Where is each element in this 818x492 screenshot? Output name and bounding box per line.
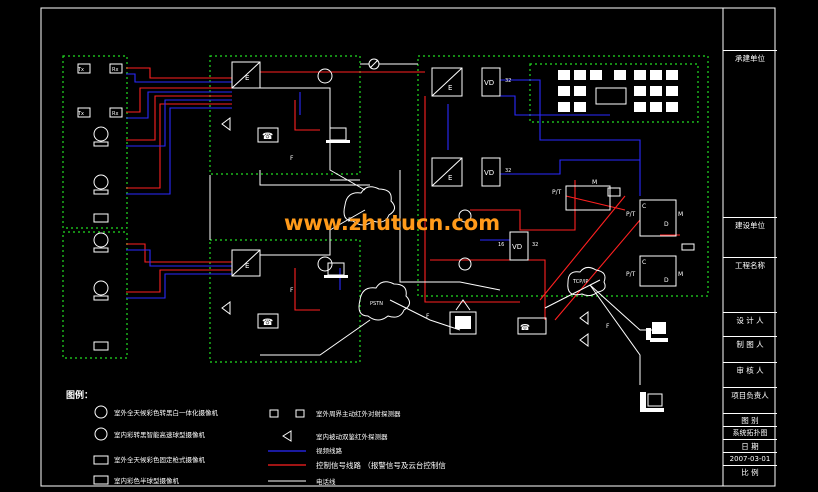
f-marker-c: F (426, 313, 430, 320)
tb-date-value: 2007-03-01 (723, 452, 777, 466)
channel-count-32-a: 32 (505, 78, 511, 84)
legend-item-7: 控制信号线路 （报警信号及云台控制信 (316, 460, 446, 470)
rx-label-1: Rx (112, 67, 118, 73)
svg-text:D: D (664, 221, 669, 228)
video-wall (558, 70, 678, 112)
matrix-controller: P/T M (552, 179, 611, 211)
f-marker-e: F (348, 217, 352, 224)
svg-text:D: D (664, 277, 669, 284)
pc-icon-b (324, 262, 348, 278)
pstn-cloud-bottom (358, 281, 410, 321)
alarm-host-icon (681, 243, 695, 251)
svg-text:E: E (245, 74, 249, 82)
svg-text:E: E (448, 174, 452, 182)
fiber-break-icon (368, 58, 380, 70)
legend-item-0: 室外全天候彩色转黑白一体化摄像机 (114, 408, 219, 417)
legend-item-4: 室外周界主动红外对射探测器 (316, 409, 401, 418)
pstn-label: PSTN (370, 301, 383, 307)
phone-lines (209, 63, 655, 385)
encoder-a: E (231, 61, 261, 89)
watermark: www.zhutucn.com (284, 211, 500, 235)
pt-decoder-b: P/T M D C (626, 255, 683, 287)
tb-date-label: 日 期 (723, 439, 777, 453)
svg-text:P/T: P/T (626, 271, 636, 278)
svg-text:M: M (678, 211, 683, 218)
channel-count-32-c: 32 (532, 242, 538, 248)
f-marker-d: F (606, 323, 610, 330)
server-icon (640, 392, 664, 412)
f-marker-b: F (290, 287, 294, 294)
phone-icon-a: ☎ (257, 127, 279, 143)
video-distributor-a: VD (481, 67, 501, 97)
svg-text:M: M (592, 179, 597, 186)
zone-boundaries (62, 55, 709, 363)
tcpip-cloud (567, 266, 606, 297)
tb-drawing-type: 系统拓扑图 (723, 426, 777, 440)
tx-label-1: Tx (77, 67, 84, 73)
pstn-cloud-top (343, 186, 395, 226)
channel-count-16: 16 (498, 242, 504, 248)
video-distributor-b: VD (481, 157, 501, 187)
svg-text:☎: ☎ (520, 323, 530, 332)
svg-text:VD: VD (484, 169, 494, 177)
svg-text:☎: ☎ (262, 132, 273, 142)
legend-item-8: 电话线 (316, 477, 336, 486)
zone-control-center (417, 55, 709, 297)
tb-drawing-category: 图 别 (723, 413, 777, 427)
dvr-control-icon: ☎ (517, 317, 547, 335)
tb-project-lead: 项目负责人 (723, 387, 777, 404)
svg-text:☎: ☎ (262, 318, 273, 328)
tb-project-name: 工程名称 (723, 257, 777, 274)
pc-icon-a (326, 127, 350, 143)
legend-item-1: 室内彩转黑智能高速球型摄像机 (114, 430, 206, 439)
legend-item-3: 室内彩色半球型摄像机 (114, 476, 180, 485)
video-distributor-c: VD (509, 231, 529, 261)
tb-scale-label: 比 例 (723, 465, 777, 479)
tcpip-label: TCP/IP (572, 279, 588, 285)
zone-outdoor-lower (62, 231, 128, 359)
svg-text:C: C (642, 203, 646, 210)
drawing-frame (40, 7, 776, 487)
svg-text:E: E (448, 84, 452, 92)
decoder-b: E (431, 157, 463, 187)
svg-text:M: M (678, 271, 683, 278)
tb-construction-unit: 承建单位 (723, 50, 777, 67)
tb-drafter: 制 图 人 (723, 336, 777, 353)
f-marker-a: F (290, 155, 294, 162)
computer-workstation-icon (646, 322, 668, 342)
zone-video-wall (529, 63, 699, 123)
svg-text:C: C (642, 259, 646, 266)
tb-designer: 设 计 人 (723, 312, 777, 329)
phone-icon-b: ☎ (257, 313, 279, 329)
legend-item-2: 室外全天候彩色固定枪式摄像机 (114, 455, 206, 464)
pt-decoder-a: P/T M D C (626, 199, 683, 237)
legend-item-5: 室内被动双鉴红外探测器 (316, 432, 388, 441)
tb-reviewer: 审 核 人 (723, 362, 777, 379)
legend-symbols (93, 405, 306, 485)
tb-owner-unit: 建设单位 (723, 217, 777, 234)
rx-label-2: Rx (112, 111, 118, 117)
tx-label-2: Tx (77, 111, 84, 117)
svg-text:P/T: P/T (626, 211, 636, 218)
svg-text:VD: VD (512, 243, 522, 251)
svg-text:P/T: P/T (552, 189, 562, 196)
outdoor-cameras (77, 63, 589, 351)
svg-text:E: E (245, 262, 249, 270)
channel-count-32-b: 32 (505, 168, 511, 174)
legend-title: 图例： (66, 389, 93, 401)
decoder-a: E (431, 67, 463, 97)
keyboard-icon (607, 187, 621, 197)
control-signal-lines (126, 67, 680, 321)
monitor-station-icon (449, 299, 477, 335)
encoder-b: E (231, 249, 261, 277)
legend-item-6: 视频线路 (316, 446, 343, 455)
zone-building-a (209, 55, 361, 175)
zone-outdoor-upper (62, 55, 128, 229)
svg-text:VD: VD (484, 79, 494, 87)
